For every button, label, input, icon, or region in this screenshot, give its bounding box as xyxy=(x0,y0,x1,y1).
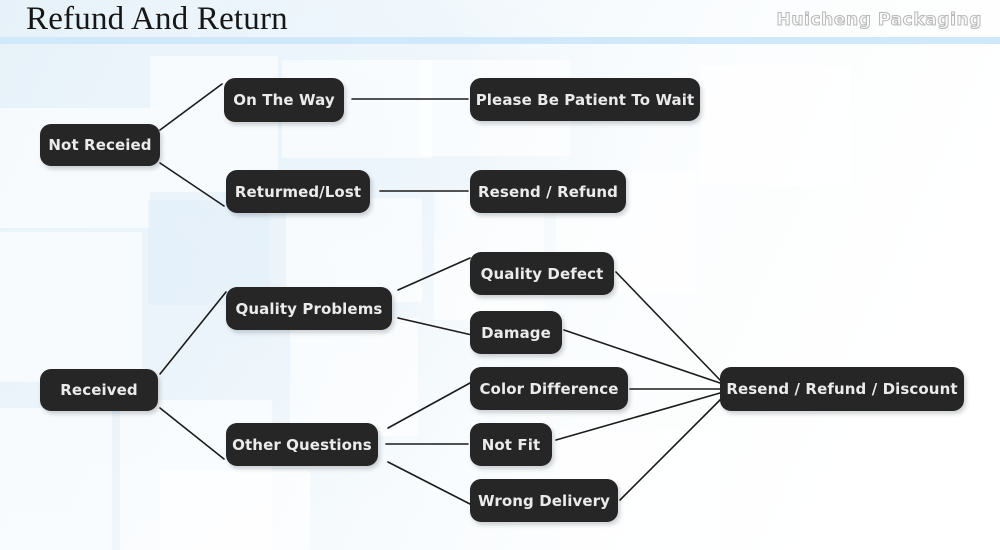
node-on-the-way[interactable]: On The Way xyxy=(224,78,344,122)
node-returned-lost[interactable]: Returmed/Lost xyxy=(226,170,370,213)
node-wrong-delivery[interactable]: Wrong Delivery xyxy=(470,479,618,522)
node-quality-defect[interactable]: Quality Defect xyxy=(470,252,614,295)
node-color-difference[interactable]: Color Difference xyxy=(470,367,628,410)
header-divider xyxy=(0,37,1000,44)
node-quality-problems[interactable]: Quality Problems xyxy=(226,287,392,330)
node-please-be-patient[interactable]: Please Be Patient To Wait xyxy=(470,78,700,121)
node-damage[interactable]: Damage xyxy=(470,311,562,354)
slide-header: Refund And Return Huicheng Packaging xyxy=(0,0,1000,44)
brand-label: Huicheng Packaging xyxy=(776,10,982,31)
node-not-fit[interactable]: Not Fit xyxy=(470,423,552,466)
node-resend-refund-discount[interactable]: Resend / Refund / Discount xyxy=(720,367,964,411)
node-received[interactable]: Received xyxy=(40,369,158,411)
node-resend-refund[interactable]: Resend / Refund xyxy=(470,170,626,213)
page-title: Refund And Return xyxy=(26,1,288,37)
node-other-questions[interactable]: Other Questions xyxy=(226,423,378,466)
node-not-received[interactable]: Not Receied xyxy=(40,124,160,166)
